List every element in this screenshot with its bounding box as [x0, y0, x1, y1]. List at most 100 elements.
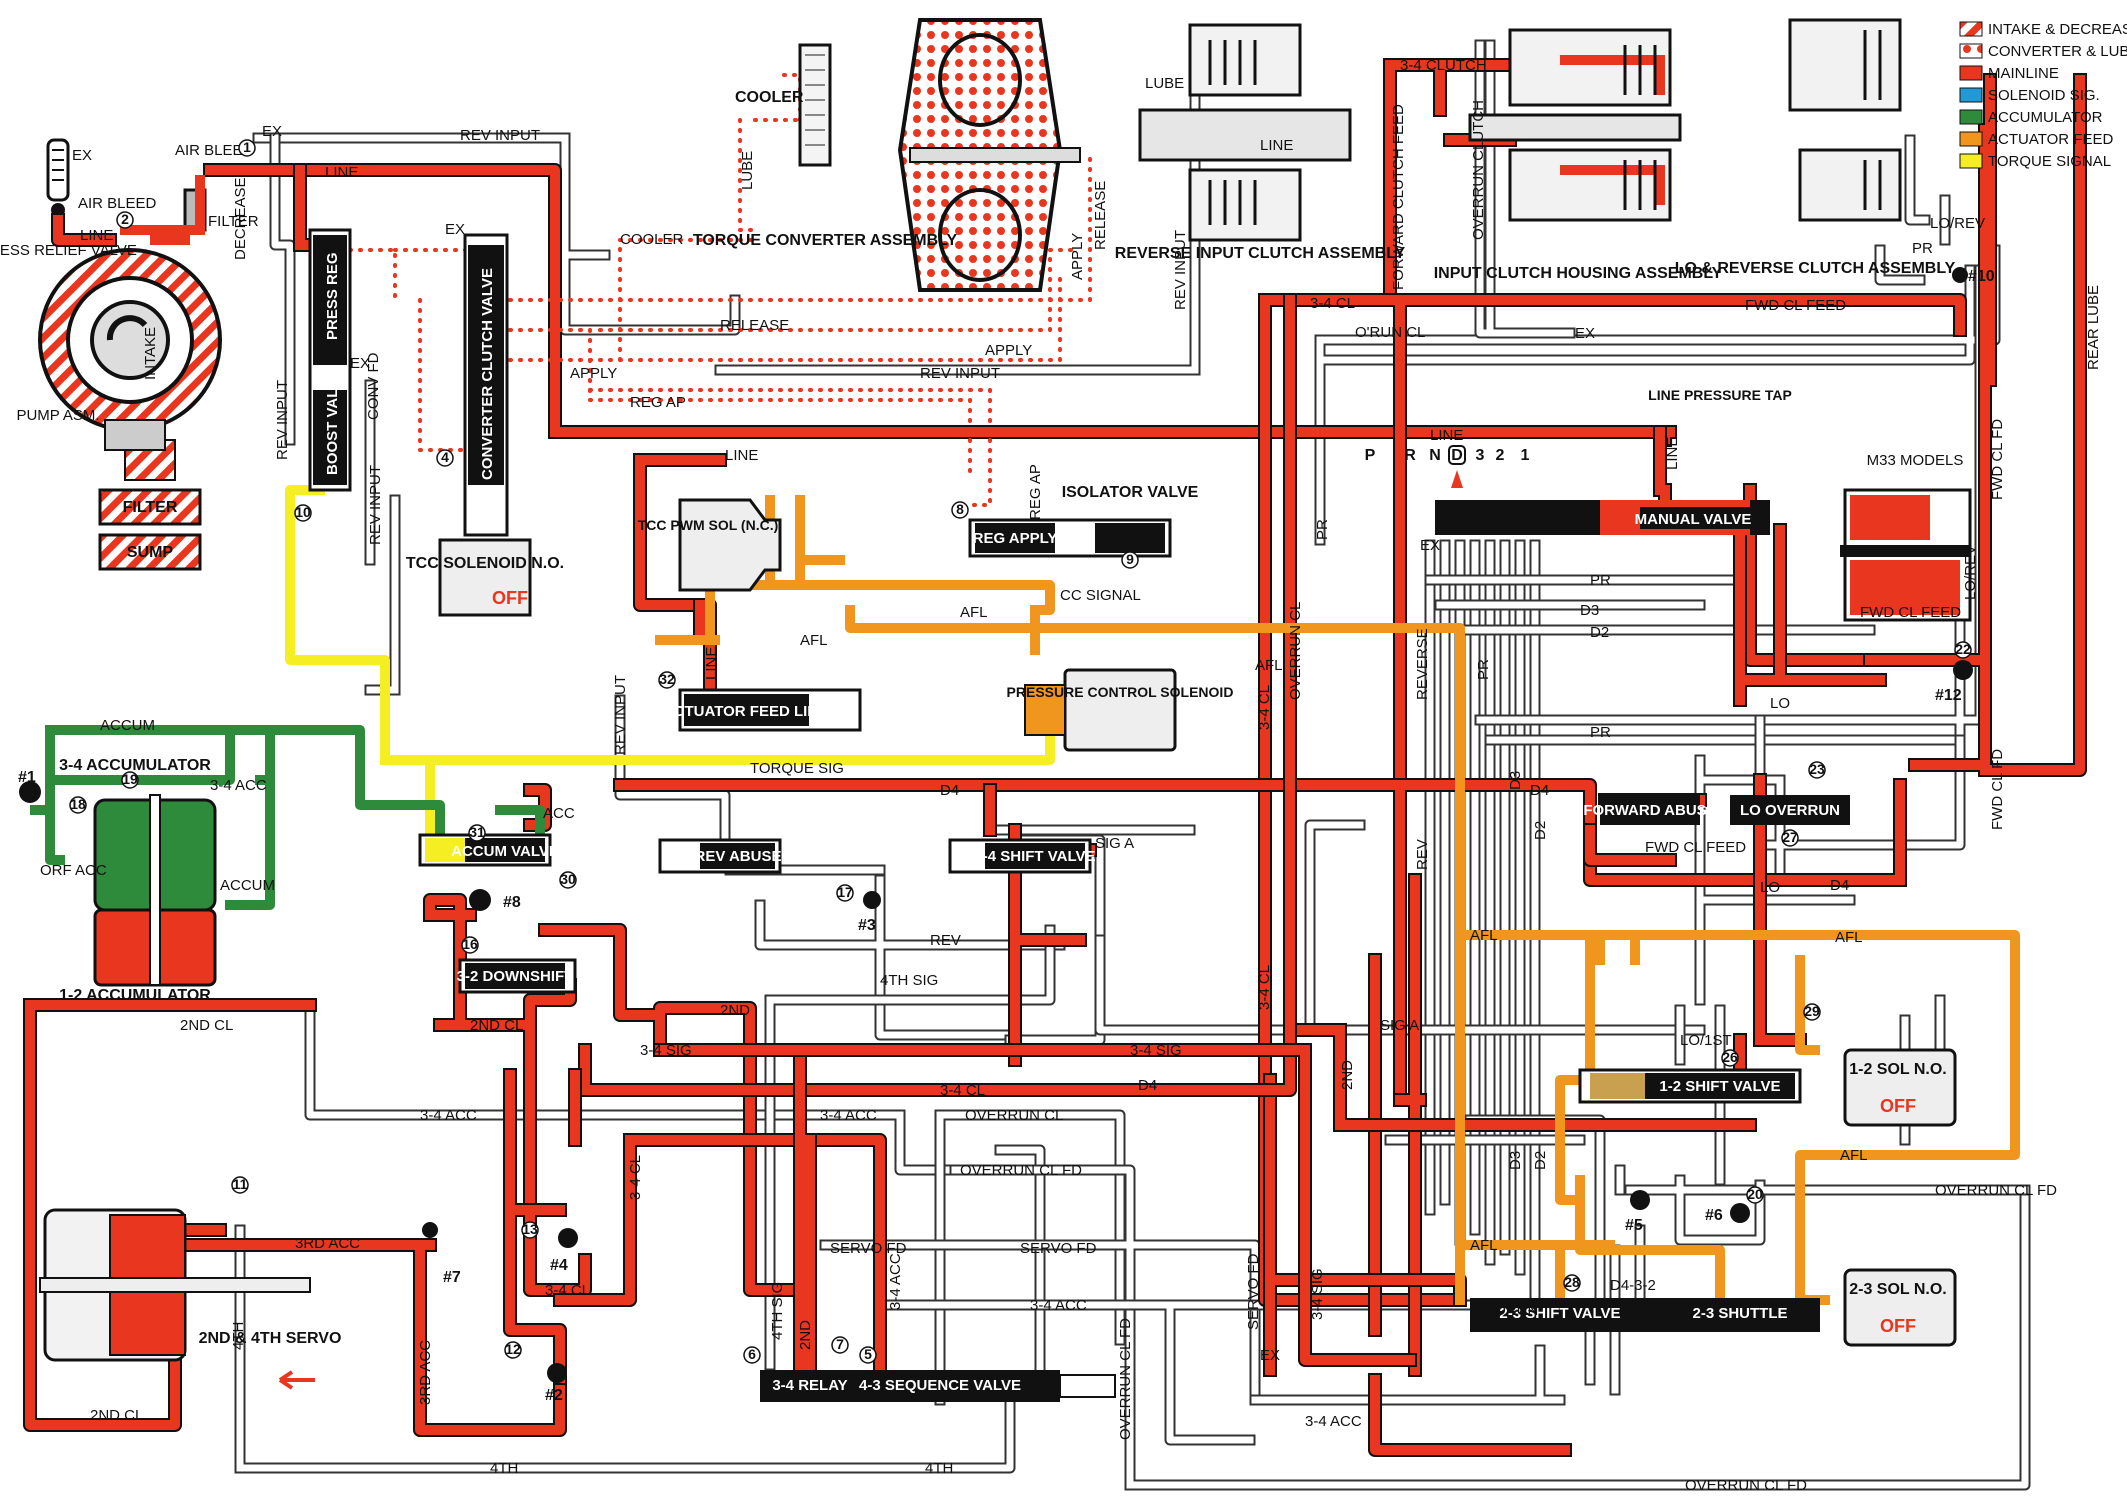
acc3rd-label: 3RD ACC	[295, 1235, 360, 1252]
rev-input-vlabel: REV INPUT	[1172, 230, 1189, 310]
passage-labels: EX REV INPUT LINE EX EX COOLER RELEASE A…	[90, 123, 2102, 1494]
rear-lube-label: REAR LUBE	[2085, 285, 2102, 370]
orifice-label: 2	[121, 211, 129, 227]
legend-swatch-torque	[1959, 153, 1983, 169]
forward-clutch-feed-vlabel: FORWARD CLUTCH FEED	[1390, 104, 1407, 290]
pressure-control-solenoid	[1063, 668, 1177, 752]
orf-acc-label: ORF ACC	[40, 862, 107, 879]
checkball-icon	[547, 1363, 567, 1383]
afl-text: ACTUATOR FEED LIMIT	[663, 703, 833, 720]
acc34-label: 3-4 ACC	[820, 1107, 877, 1124]
checkball-label: #12	[1935, 687, 1962, 704]
pr-vlabel: PR	[1314, 519, 1331, 540]
shift-23-valve	[1470, 1298, 1820, 1332]
clutch-34-label: 3-4 CLUTCH	[1400, 57, 1487, 74]
rev-input-label: REV INPUT	[920, 365, 1000, 382]
nd2-vlabel: 2ND	[797, 1320, 814, 1350]
checkball-icon	[19, 781, 41, 803]
cl34-label: 3-4 CL	[940, 1082, 985, 1099]
checkballs: #1 #2 #3 #4 #5 #6 #7 #8 #10 #12	[18, 267, 1995, 1404]
lo-reverse-label: LO & REVERSE CLUTCH ASSEMBLY	[1675, 260, 1956, 277]
overrun-cl-fd-vlabel: OVERRUN CL FD	[1117, 1318, 1134, 1440]
fwd-cl-fd-vlabel: FWD CL FD	[1989, 749, 2006, 830]
reverse-vlabel: REVERSE	[1414, 628, 1431, 700]
d2-vlabel: D2	[1532, 821, 1549, 840]
ex-label: EX	[350, 355, 370, 372]
air-bleed-label: AIR BLEED	[175, 142, 254, 159]
lo-overrun-valve	[1730, 795, 1850, 825]
lube-label: LUBE	[739, 151, 756, 190]
pr-label: PR	[1590, 572, 1611, 589]
afl-label: AFL	[1255, 657, 1283, 674]
intake-label: INTAKE	[142, 327, 159, 380]
legend-swatch-solenoid	[1959, 87, 1983, 103]
d4-label: D4	[1138, 1077, 1157, 1094]
gear-p: P	[1365, 447, 1376, 464]
acc34-label: 3-4 ACC	[1305, 1413, 1362, 1430]
afl-label: AFL	[1835, 929, 1863, 946]
m33-label: M33 MODELS	[1867, 452, 1964, 469]
gear-2: 2	[1496, 447, 1505, 464]
torque-converter: COOLER LUBE TORQUE CONVERTER ASSEMBLY RE…	[693, 18, 1109, 292]
orifice-label: 7	[836, 1336, 844, 1352]
ex-label: EX	[262, 123, 282, 140]
legend-label: MAINLINE	[1988, 65, 2059, 82]
lo-rev-label: LO/REV	[1930, 215, 1985, 232]
rev-input-vlabel: REV INPUT	[274, 380, 291, 460]
sig34-label: 3-4 SIG	[1130, 1042, 1182, 1059]
lo-overrun-text: LO OVERRUN	[1740, 802, 1840, 819]
shift-34-valve	[985, 843, 1085, 869]
sump-label: SUMP	[127, 544, 174, 561]
d3-vlabel: D3	[1507, 771, 1524, 790]
afl-label: AFL	[1470, 1237, 1498, 1254]
shuttle-23-text: 2-3 SHUTTLE	[1692, 1305, 1787, 1322]
checkball-icon	[1730, 1203, 1750, 1223]
lo1st-label: LO/1ST	[1680, 1032, 1732, 1049]
orifice-label: 28	[1564, 1274, 1580, 1290]
pr-label: PR	[1590, 724, 1611, 741]
servo-fd-label: SERVO FD	[830, 1240, 907, 1257]
rev-abuse-valve	[700, 843, 775, 869]
servo-fd-vlabel: SERVO FD	[1245, 1253, 1262, 1330]
orifice-label: 11	[233, 1176, 248, 1192]
d2-label: D2	[1590, 624, 1609, 641]
legend: INTAKE & DECREASE CONVERTER & LUBE MAINL…	[1959, 21, 2127, 170]
reverse-input-clutch: LUBE REVERSE INPUT CLUTCH ASSEMBLY REV I…	[1115, 23, 1406, 310]
orifice-label: 16	[462, 936, 478, 952]
2nd-cl-label: 2ND CL	[470, 1017, 523, 1034]
nd2-label: 2ND	[720, 1002, 750, 1019]
d432-label: D4-3-2	[1610, 1277, 1656, 1294]
overrun-cl-fd-label: OVERRUN CL FD	[1935, 1182, 2057, 1199]
intake-filter	[98, 488, 202, 526]
decrease-label: DECREASE	[232, 177, 249, 260]
orifice-label: 31	[469, 824, 485, 840]
orifices: 1 2 4 5 6 7 8 9 10 11 12 13 16 17 18 19 …	[69, 139, 1972, 1364]
orifice-label: 1	[243, 139, 251, 155]
air-bleed-label: AIR BLEED	[78, 195, 157, 212]
shift-34-text: 3-4 SHIFT VALVE	[974, 848, 1095, 865]
accum-valve	[465, 838, 545, 862]
orifice-label: 32	[659, 671, 675, 687]
d3-label: D3	[1580, 602, 1599, 619]
sol-23-label: 2-3 SOL N.O.	[1849, 1281, 1947, 1298]
cooler-label: COOLER	[620, 231, 684, 248]
actuator-feed-limit-valve	[684, 694, 809, 726]
ex-label: EX	[72, 147, 92, 164]
orun-cl-label: O'RUN CL	[1355, 324, 1425, 341]
press-relief-label: PRESS RELIEF VALVE	[0, 242, 137, 259]
checkball-label: #1	[18, 769, 36, 786]
drun-label: DRUN	[1495, 1302, 1538, 1319]
gear-selector: P R N D 3 2 1	[1365, 445, 1530, 488]
gear-1: 1	[1521, 447, 1530, 464]
ex-label: EX	[1420, 537, 1440, 554]
overrun-cl-label: OVERRUN CL	[965, 1107, 1063, 1124]
sol-12	[1843, 1048, 1957, 1127]
legend-swatch-intake	[1959, 21, 1983, 37]
ex-label: EX	[1260, 1347, 1280, 1364]
manual-valve-text: MANUAL VALVE	[1635, 511, 1752, 528]
orifice-label: 22	[1955, 641, 1971, 657]
line-label: LINE	[1260, 137, 1293, 154]
tcc-pwm-solenoid	[678, 498, 782, 592]
cl34-vlabel: 3-4 CL	[627, 1155, 644, 1200]
acc-label: ACC	[543, 805, 575, 822]
